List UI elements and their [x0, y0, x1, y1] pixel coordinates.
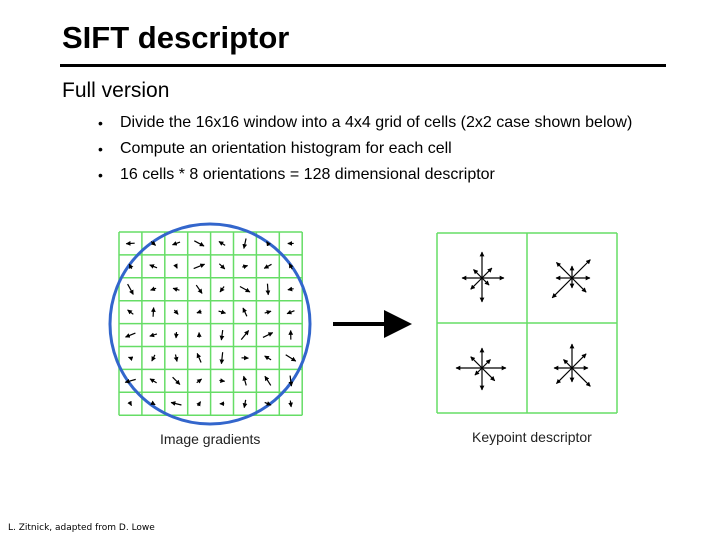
gradient-arrow [170, 401, 182, 406]
gradient-arrow [288, 400, 293, 408]
right-arrow-icon [333, 310, 412, 338]
gradient-arrow [265, 283, 271, 296]
gradient-grid [118, 231, 303, 416]
gradient-arrow [219, 329, 225, 341]
gradient-arrow [263, 263, 272, 269]
gradient-arrows [124, 238, 297, 409]
histogram-arrow [571, 367, 591, 387]
gradient-arrow [150, 286, 157, 292]
descriptor-grid [436, 232, 618, 414]
histogram-arrow [470, 356, 483, 369]
gradient-arrow [218, 263, 226, 270]
bullet-text: 16 cells * 8 orientations = 128 dimensio… [120, 166, 495, 183]
gradient-arrow [149, 378, 157, 384]
gradient-arrow [173, 309, 179, 315]
gradient-arrow [125, 241, 135, 246]
histogram-arrow [571, 353, 587, 369]
gradient-arrow [196, 401, 202, 407]
histogram-arrow [571, 259, 591, 279]
gradient-arrow [127, 400, 133, 407]
histogram-arrow [481, 267, 493, 279]
gradient-arrow [242, 238, 248, 249]
bullet-text: Compute an orientation histogram for eac… [120, 140, 452, 157]
histogram-arrow [551, 277, 573, 299]
gradient-arrow [242, 307, 248, 317]
gradient-arrow [262, 332, 274, 339]
bullet-item: • Compute an orientation histogram for ea… [98, 136, 632, 162]
gradient-arrow [193, 263, 206, 270]
bullet-item: • 16 cells * 8 orientations = 128 dimensi… [98, 162, 632, 188]
histogram-arrow [481, 277, 490, 286]
keypoint-descriptor-label: Keypoint descriptor [472, 429, 592, 445]
gradient-arrow [240, 330, 250, 340]
gradient-arrow [128, 263, 134, 269]
gradient-arrow [219, 378, 226, 383]
histogram-arrow [563, 359, 573, 369]
gradient-arrow [242, 399, 248, 409]
slide-subtitle: Full version [62, 79, 170, 102]
bullet-list: • Divide the 16x16 window into a 4x4 grid… [98, 110, 632, 188]
gradient-arrow [195, 284, 203, 294]
gradient-arrow [127, 309, 134, 315]
credit-text: L. Zitnick, adapted from D. Lowe [8, 523, 155, 533]
gradient-arrow [124, 378, 136, 384]
gradient-arrow [287, 286, 294, 292]
gradient-arrow [125, 332, 136, 338]
bullet-marker: • [98, 115, 103, 131]
histogram-arrow [481, 367, 496, 382]
histogram-arrow [474, 367, 483, 376]
gradient-arrow [264, 355, 272, 361]
gradient-arrow [150, 240, 156, 246]
bullet-item: • Divide the 16x16 window into a 4x4 grid… [98, 110, 632, 136]
histogram-arrow [556, 262, 573, 279]
bullet-marker: • [98, 141, 103, 157]
gradient-arrow [196, 309, 202, 314]
image-gradients-label: Image gradients [160, 431, 261, 447]
histogram-arrow [571, 277, 587, 293]
descriptor-histograms [455, 251, 591, 391]
gradient-arrow [218, 241, 226, 246]
histogram-arrow [481, 359, 491, 369]
gradient-arrow [173, 354, 179, 362]
gradient-arrow [151, 354, 156, 362]
histogram-arrow [470, 277, 483, 290]
gradient-arrow [242, 264, 249, 270]
gradient-arrow [173, 263, 178, 269]
bullet-marker: • [98, 167, 103, 183]
gradient-arrow [173, 332, 179, 339]
gradient-arrow [219, 352, 225, 365]
gradient-arrow [196, 352, 202, 363]
gradient-arrow [242, 375, 248, 386]
gradient-arrow [219, 286, 225, 293]
gradient-arrow [149, 332, 158, 338]
gradient-arrow [172, 376, 181, 385]
histogram-arrow [473, 269, 483, 279]
gradient-arrow [264, 310, 272, 315]
gradient-arrow [196, 378, 202, 384]
gradient-arrow [288, 375, 294, 387]
bullet-text: Divide the 16x16 window into a 4x4 grid … [120, 114, 633, 131]
histogram-arrow [556, 367, 573, 384]
gradient-arrow [264, 375, 272, 386]
title-rule [60, 64, 666, 67]
gradient-arrow [172, 241, 181, 246]
gradient-arrow [288, 263, 294, 270]
gradient-arrow [127, 283, 134, 295]
gaussian-window-circle [108, 222, 312, 426]
slide-title: SIFT descriptor [62, 20, 290, 55]
gradient-arrow [218, 309, 226, 315]
gradient-arrow [286, 309, 295, 315]
gradient-arrow [172, 287, 180, 292]
gradient-arrow [150, 400, 156, 406]
gradient-arrow [150, 307, 156, 317]
gradient-arrow [264, 401, 272, 406]
gradient-arrow [266, 241, 271, 247]
gradient-arrow [239, 285, 251, 293]
gradient-arrow [194, 240, 205, 247]
gradient-arrow [285, 354, 297, 362]
gradient-arrow [128, 356, 134, 361]
gradient-arrow [149, 264, 158, 269]
